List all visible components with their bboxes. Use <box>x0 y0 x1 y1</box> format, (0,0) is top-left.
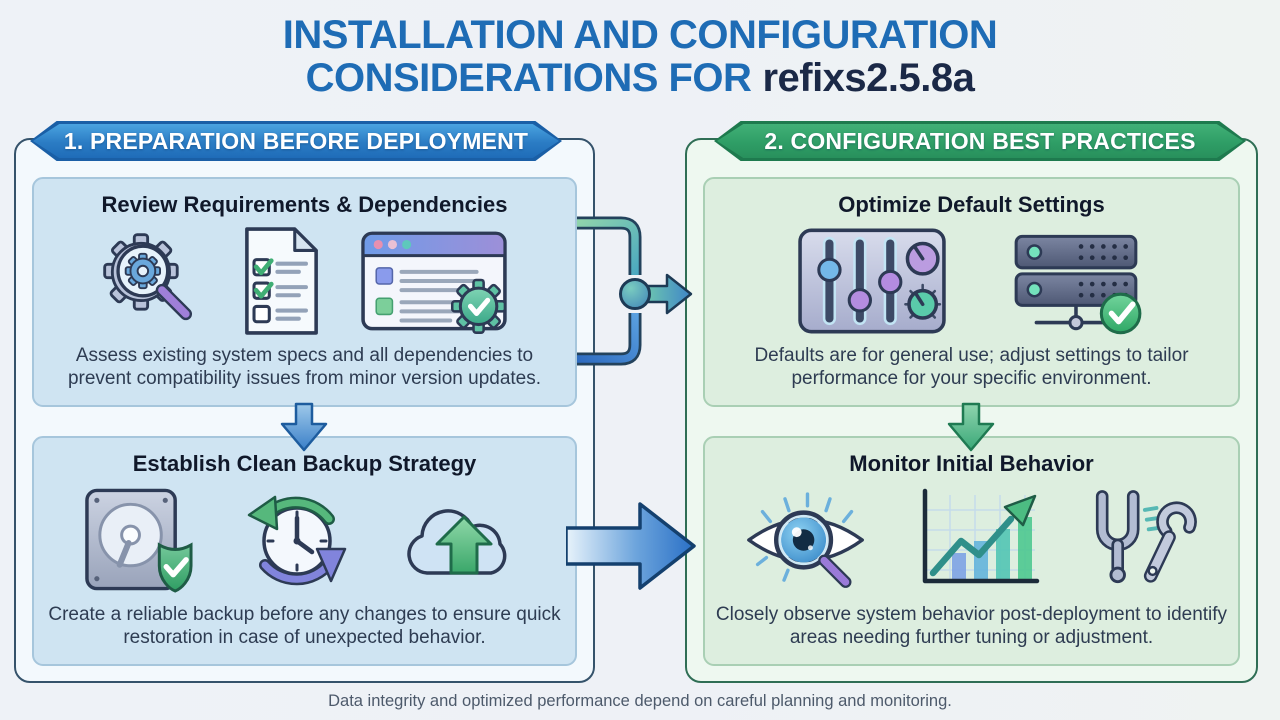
big-right-arrow-icon <box>566 502 696 590</box>
card-title: Monitor Initial Behavior <box>849 451 1094 476</box>
browser-check-icon <box>361 231 507 334</box>
preparation-header-label: 1. PREPARATION BEFORE DEPLOYMENT <box>63 127 529 154</box>
icon-row <box>34 220 575 342</box>
eye-magnifier-icon <box>746 492 864 588</box>
footer-note: Data integrity and optimized performance… <box>328 692 952 710</box>
icon-row <box>34 479 575 601</box>
icon-row <box>705 220 1238 342</box>
gear-magnifier-icon <box>103 232 193 320</box>
card-description: Assess existing system specs and all dep… <box>67 345 542 390</box>
review-requirements-card: Review Requirements & Dependencies <box>32 177 577 407</box>
icon-row <box>705 479 1238 601</box>
hard-drive-shield-icon <box>84 488 193 593</box>
card-description: Defaults are for general use; adjust set… <box>754 345 1189 390</box>
configuration-header-label: 2. CONFIGURATION BEST PRACTICES <box>764 127 1196 154</box>
preparation-header-banner: 1. PREPARATION BEFORE DEPLOYMENT <box>30 121 562 161</box>
monitor-behavior-card: Monitor Initial Behavior <box>703 436 1240 666</box>
growth-chart-icon <box>922 488 1039 584</box>
cloud-upload-icon <box>406 509 506 575</box>
version-label: refixs2.5.8a <box>762 56 975 101</box>
card-title: Review Requirements & Dependencies <box>101 192 508 217</box>
page-title: INSTALLATION AND CONFIGURATION CONSIDERA… <box>0 13 1280 100</box>
banner-fill <box>717 124 1243 158</box>
restore-clock-icon <box>247 495 346 586</box>
optimize-settings-card: Optimize Default Settings <box>703 177 1240 407</box>
server-check-icon <box>1014 234 1141 335</box>
tuning-tools-icon <box>1095 490 1197 584</box>
card-description: Create a reliable backup before any chan… <box>48 604 561 649</box>
page-title-line1: INSTALLATION AND CONFIGURATION <box>282 13 998 57</box>
backup-strategy-card: Establish Clean Backup Strategy <box>32 436 577 666</box>
configuration-header-banner: 2. CONFIGURATION BEST PRACTICES <box>714 121 1246 161</box>
preparation-panel: Review Requirements & Dependencies <box>14 138 595 683</box>
pipe-connector-icon <box>577 216 693 366</box>
card-title: Optimize Default Settings <box>838 192 1105 217</box>
banner-fill <box>33 124 559 158</box>
page-title-line2-text: CONSIDERATIONS FOR <box>305 56 752 101</box>
checklist-icon <box>245 227 318 335</box>
card-description: Closely observe system behavior post-dep… <box>715 604 1228 649</box>
card-title: Establish Clean Backup Strategy <box>132 451 477 476</box>
down-arrow-green-icon <box>947 402 995 452</box>
down-arrow-blue-icon <box>280 402 328 452</box>
sliders-panel-icon <box>797 228 946 334</box>
